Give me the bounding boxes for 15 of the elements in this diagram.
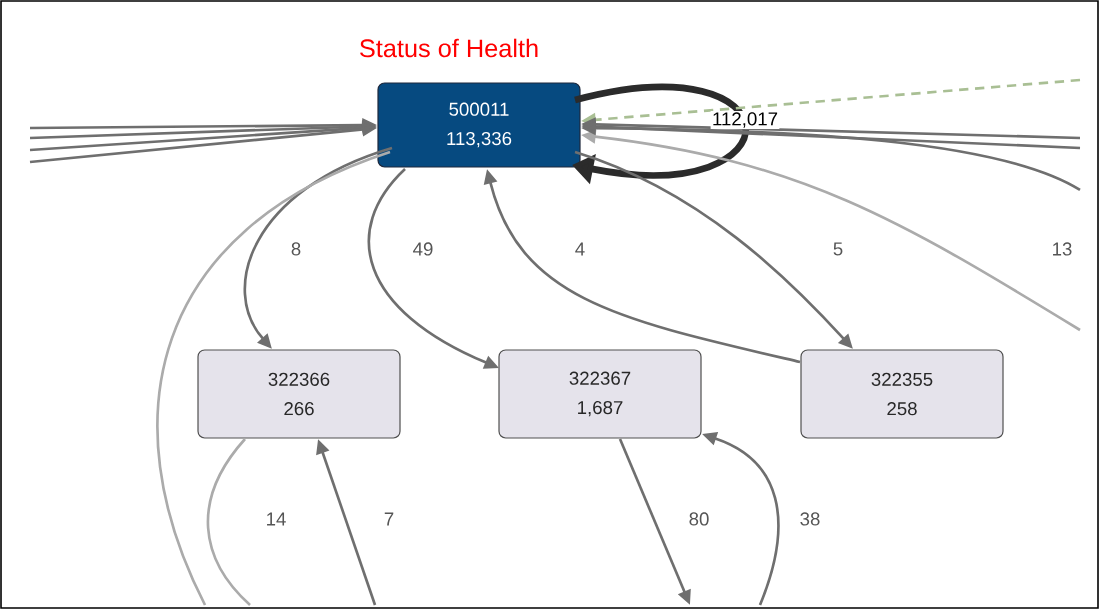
edge-label: 49 xyxy=(411,241,435,257)
edge-label: 8 xyxy=(289,241,303,257)
edge-label: 7 xyxy=(382,511,396,527)
process-box: 322367 1,687 xyxy=(498,349,702,439)
title: Status of Health xyxy=(360,38,538,58)
highlighted-box: 500011 113,336 xyxy=(377,82,581,168)
edge-label: 14 xyxy=(264,511,288,527)
edge-label: 112,017 xyxy=(710,110,780,130)
edge-label: 4 xyxy=(573,241,587,257)
edge-label: 80 xyxy=(687,511,711,527)
process-box: 322355 258 xyxy=(800,349,1004,439)
edge-label: 38 xyxy=(798,511,822,527)
edge-label: 5 xyxy=(831,241,845,257)
edge-label: 13 xyxy=(1050,241,1074,257)
process-box: 322366 266 xyxy=(197,349,401,439)
